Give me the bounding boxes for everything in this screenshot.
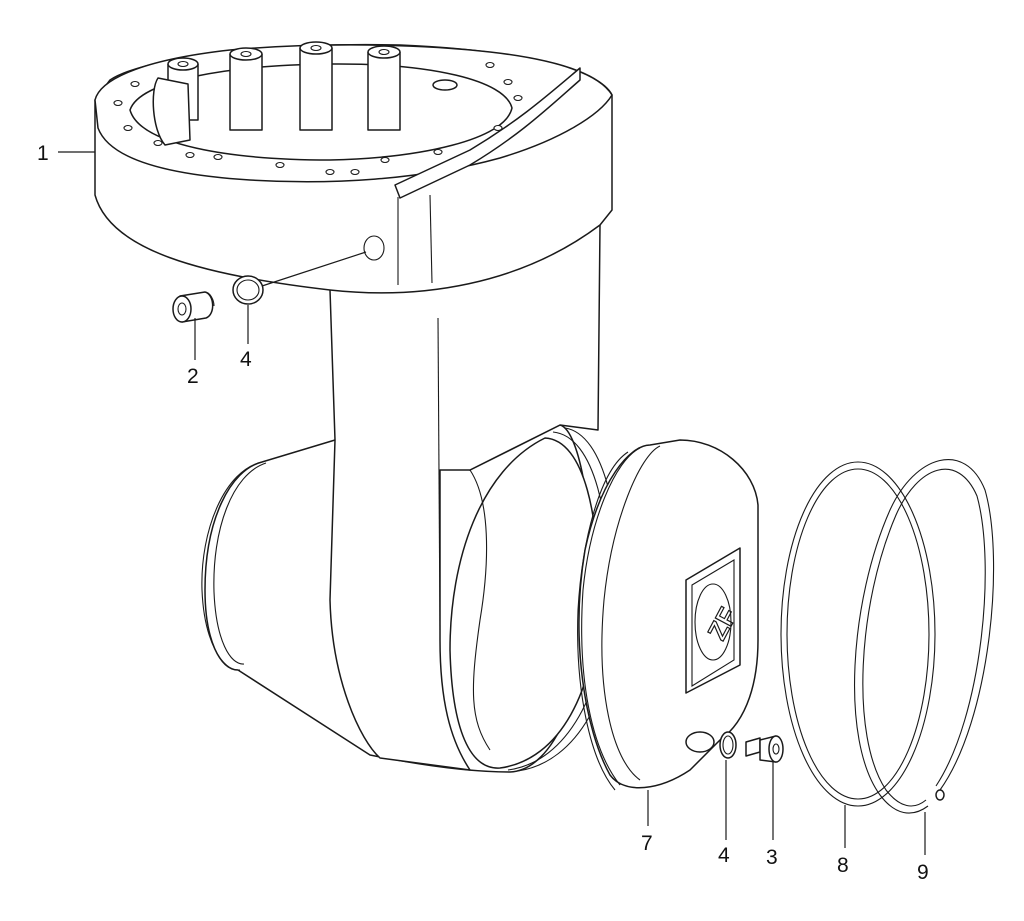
flange-seal-cutout (394, 67, 581, 199)
cover-port (685, 731, 715, 753)
flange-posts (152, 41, 458, 146)
callout-part-8: 8 (837, 854, 849, 877)
callout-part-1: 1 (37, 142, 49, 165)
callout-part-4b: 4 (718, 844, 730, 867)
callout-part-2: 2 (187, 365, 199, 388)
drain-port (363, 235, 385, 261)
seal-ring-8 (780, 461, 936, 807)
callout-part-9: 9 (917, 861, 929, 884)
callout-part-3: 3 (766, 846, 778, 869)
o-ring-4-lower (719, 731, 737, 759)
left-flange-ring (201, 461, 263, 671)
o-ring-4-upper (232, 275, 264, 305)
screw-plug-3 (745, 735, 784, 763)
gear-housing (94, 41, 620, 773)
cover-7: ZF (577, 439, 759, 791)
zf-logo: ZF (685, 547, 744, 694)
bolt-holes (113, 61, 523, 176)
callout-part-7: 7 (641, 832, 653, 855)
leader-lines (58, 151, 926, 855)
retaining-ring-9 (853, 459, 995, 814)
callout-part-4a: 4 (240, 348, 252, 371)
housing-column (329, 224, 601, 771)
screw-plug-2 (172, 291, 215, 323)
